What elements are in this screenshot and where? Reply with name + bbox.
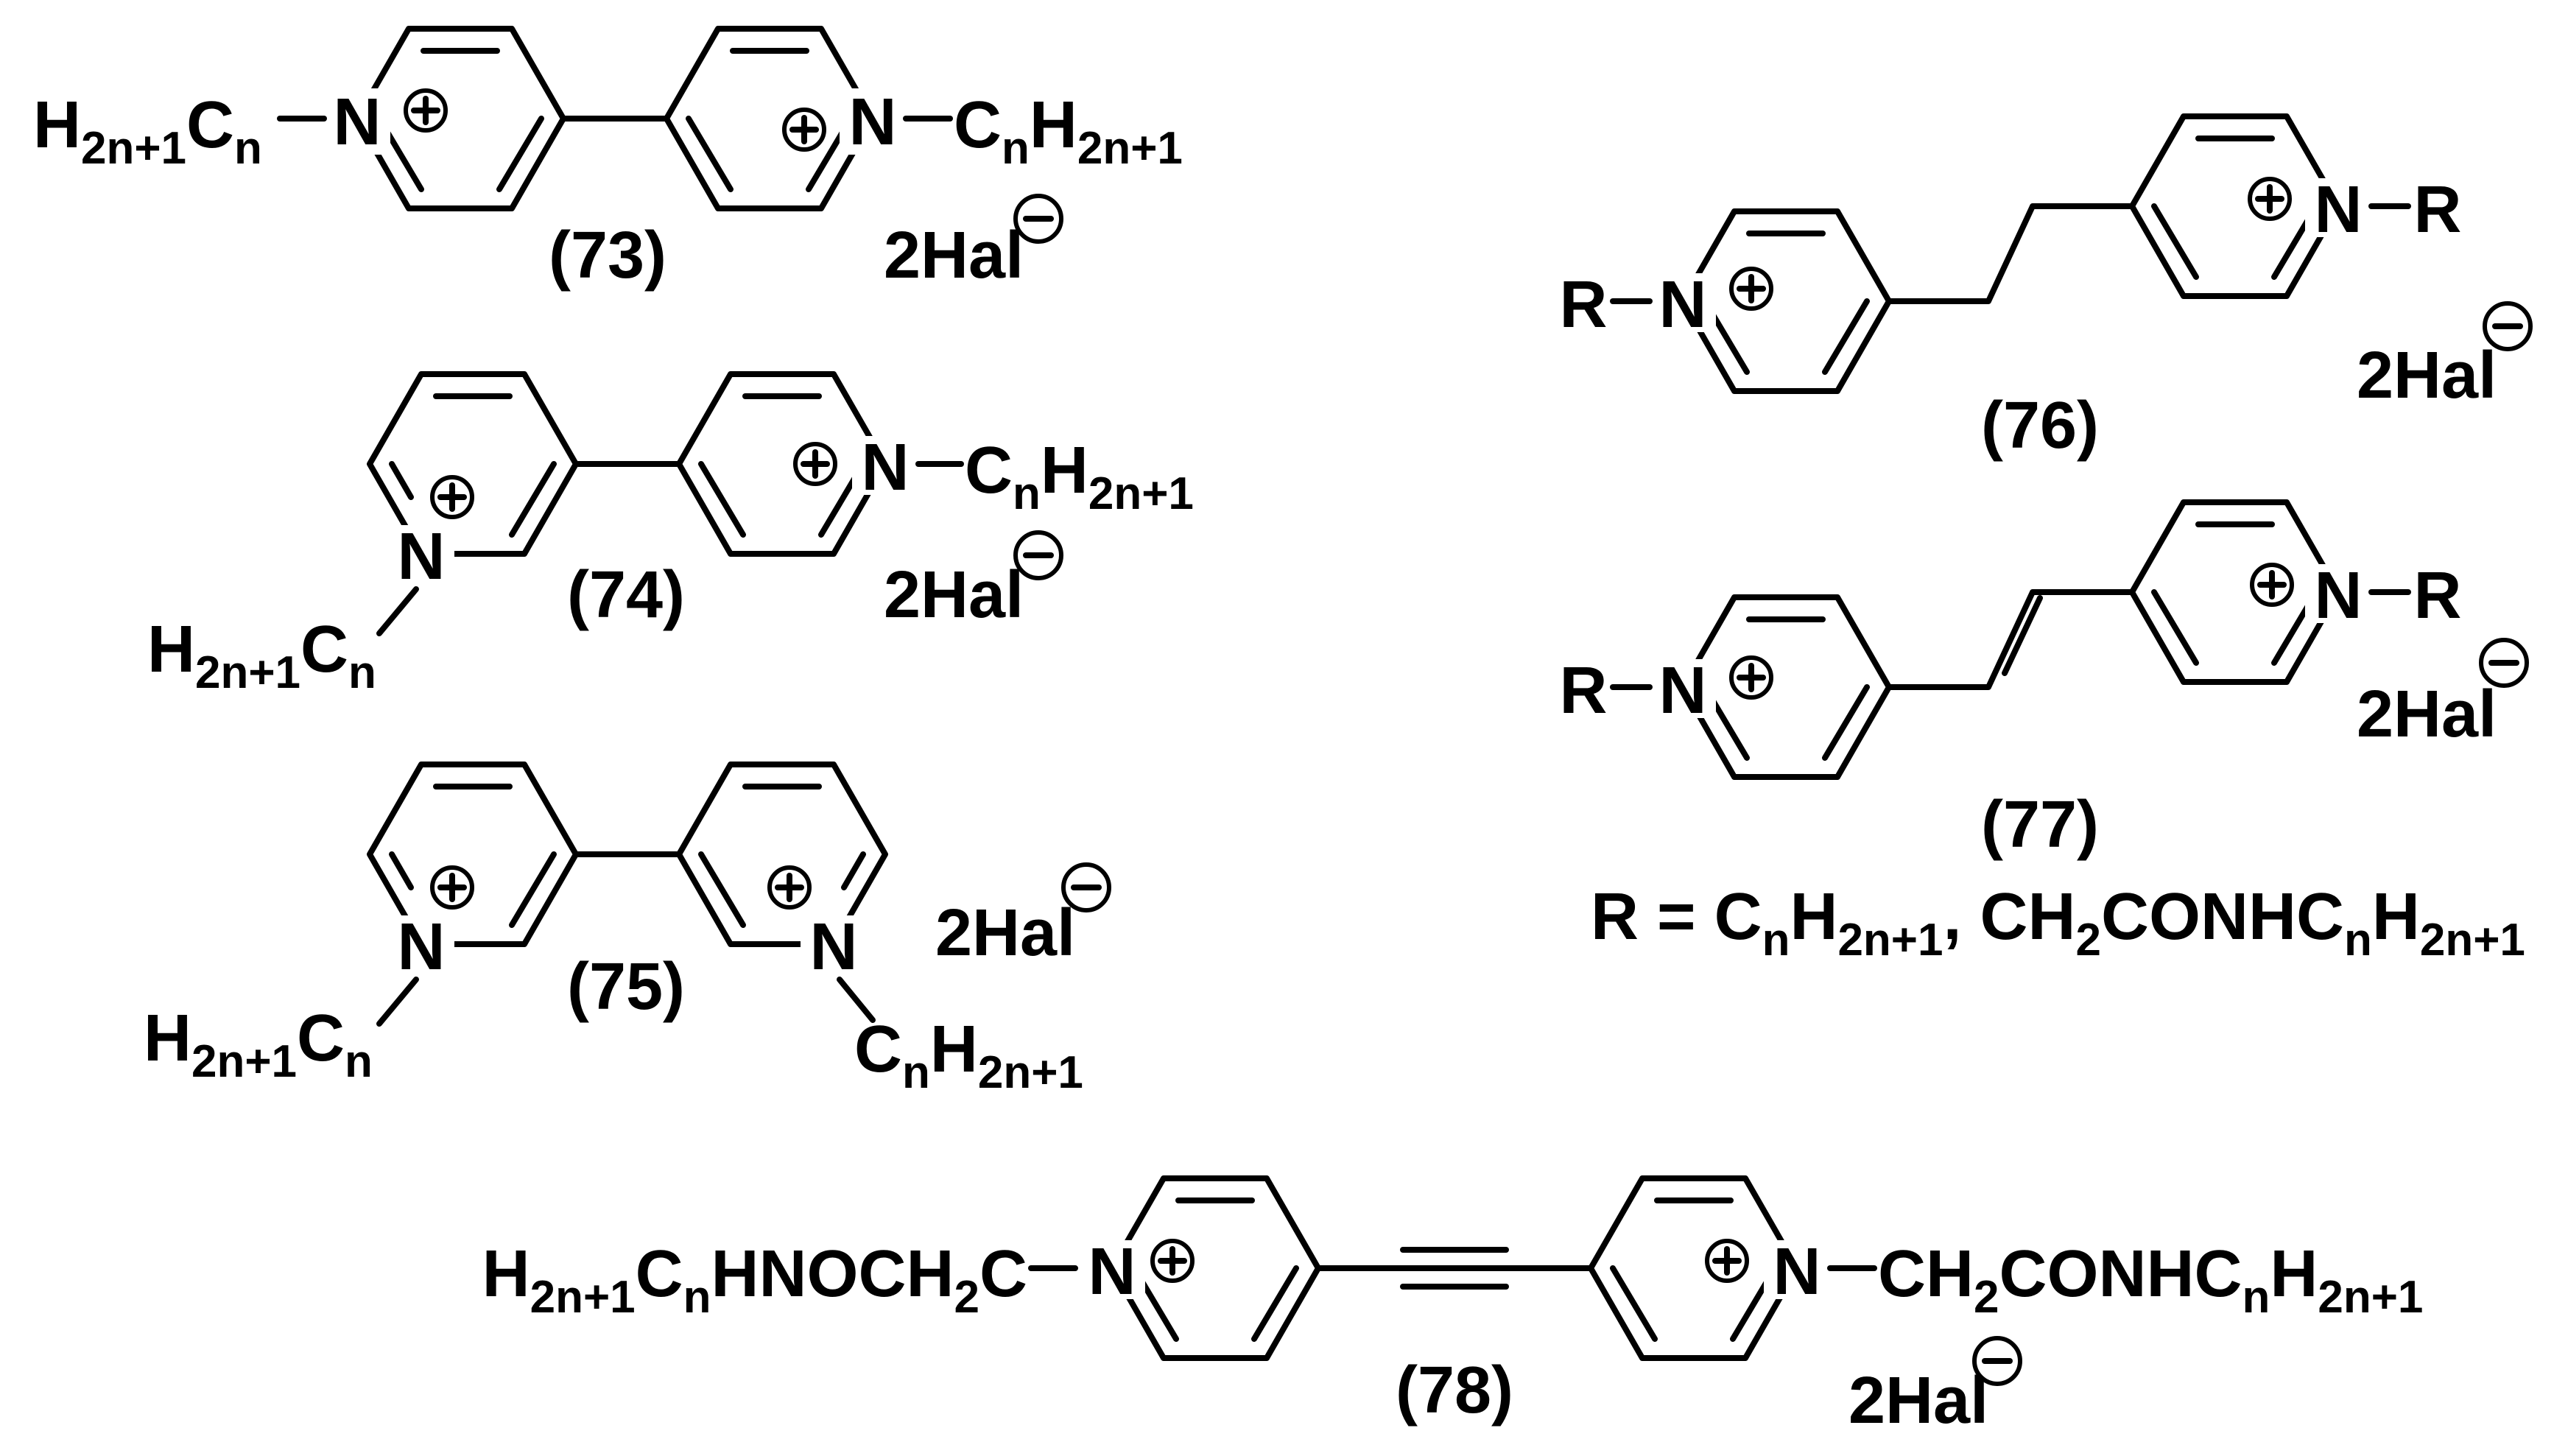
compound-78: N N H2n+1CnHNOCH2C CH2CONHCnH2n+1 (78) 2… bbox=[482, 1175, 2423, 1438]
plus-charge-icon bbox=[793, 442, 837, 486]
counterion-label: 2Hal bbox=[884, 219, 1024, 292]
counterion-label: 2Hal bbox=[1848, 1364, 1988, 1438]
amide-chain-right: CH2CONHCnH2n+1 bbox=[1878, 1237, 2423, 1323]
atom-n: N bbox=[1659, 654, 1707, 728]
alkyl-chain-left: H2n+1Cn bbox=[33, 88, 262, 174]
minus-charge-icon bbox=[1061, 862, 1111, 912]
plus-charge-icon bbox=[767, 865, 812, 910]
minus-charge-icon bbox=[1013, 530, 1063, 580]
compound-label-74: (74) bbox=[567, 558, 685, 632]
counterion-label: 2Hal bbox=[2357, 678, 2497, 751]
minus-charge-icon bbox=[1013, 194, 1063, 244]
compound-label-75: (75) bbox=[567, 950, 685, 1024]
alkyl-chain-left: H2n+1Cn bbox=[147, 613, 376, 698]
bond-78-triple bbox=[1315, 1247, 1594, 1290]
atom-n: N bbox=[398, 910, 446, 984]
atom-n: N bbox=[2315, 559, 2363, 633]
counterion-label: 2Hal bbox=[2357, 339, 2497, 412]
amide-chain-left: H2n+1CnHNOCH2C bbox=[482, 1237, 1027, 1323]
counterion-label: 2Hal bbox=[935, 896, 1075, 970]
compound-label-73: (73) bbox=[549, 219, 666, 292]
compound-label-77: (77) bbox=[1981, 788, 2099, 862]
atom-n: N bbox=[862, 431, 910, 504]
compound-75: N N H2n+1Cn CnH2n+1 (75) 2Hal bbox=[144, 762, 1111, 1098]
atom-n: N bbox=[1773, 1235, 1821, 1309]
ring-74-left bbox=[367, 371, 579, 557]
plus-charge-icon bbox=[430, 475, 474, 519]
r-group-definition: R = CnH2n+1, CH2CONHCnH2n+1 bbox=[1591, 880, 2525, 966]
alkyl-chain-left: H2n+1Cn bbox=[144, 1002, 373, 1087]
compound-label-76: (76) bbox=[1981, 389, 2099, 463]
atom-r: R bbox=[2414, 559, 2462, 633]
plus-charge-icon bbox=[1705, 1239, 1749, 1283]
atom-r: R bbox=[2414, 173, 2462, 247]
minus-charge-icon bbox=[2483, 301, 2533, 351]
alkyl-chain-right: CnH2n+1 bbox=[954, 88, 1183, 174]
atom-n: N bbox=[2315, 173, 2363, 247]
plus-charge-icon bbox=[2250, 563, 2294, 607]
compound-76: N N R R (76) 2Hal bbox=[1560, 113, 2533, 463]
plus-charge-icon bbox=[2248, 177, 2292, 221]
ring-75-left bbox=[367, 762, 579, 947]
atom-n: N bbox=[810, 910, 858, 984]
compound-74: N N H2n+1Cn CnH2n+1 (74) 2Hal bbox=[147, 371, 1194, 698]
atom-n: N bbox=[849, 85, 897, 159]
compound-77: N N R R (77) 2Hal bbox=[1560, 499, 2529, 862]
alkyl-chain-right: CnH2n+1 bbox=[854, 1013, 1083, 1098]
bond-77-vinylene-bridge bbox=[1886, 589, 2135, 690]
atom-n: N bbox=[1659, 268, 1707, 342]
counterion-label: 2Hal bbox=[884, 558, 1024, 632]
atom-n: N bbox=[398, 520, 446, 594]
atom-r: R bbox=[1560, 654, 1608, 728]
atom-r: R bbox=[1560, 268, 1608, 342]
plus-charge-icon bbox=[782, 108, 826, 152]
atom-n: N bbox=[334, 85, 381, 159]
plus-charge-icon bbox=[1150, 1239, 1195, 1283]
plus-charge-icon bbox=[1729, 655, 1773, 700]
plus-charge-icon bbox=[1729, 267, 1773, 311]
minus-charge-icon bbox=[2479, 638, 2529, 688]
bond-76-ethylene-bridge bbox=[1886, 203, 2135, 304]
plus-charge-icon bbox=[404, 88, 448, 133]
compound-73: N N H2n+1Cn CnH2n+1 (73) 2Hal bbox=[33, 26, 1183, 292]
compound-label-78: (78) bbox=[1396, 1354, 1513, 1427]
atom-n: N bbox=[1088, 1235, 1136, 1309]
alkyl-chain-right: CnH2n+1 bbox=[965, 434, 1194, 519]
plus-charge-icon bbox=[430, 865, 474, 910]
minus-charge-icon bbox=[1972, 1336, 2022, 1386]
ring-75-right bbox=[676, 762, 888, 947]
